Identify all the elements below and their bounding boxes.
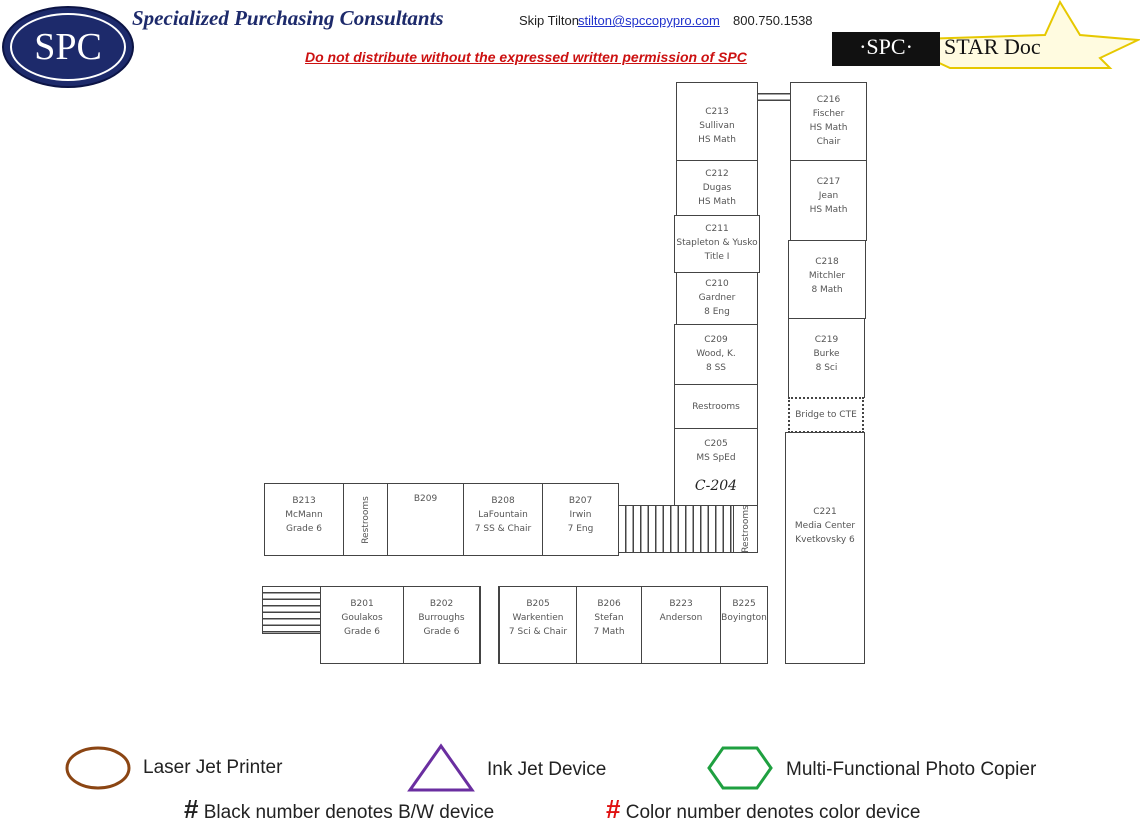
laser-printer-ellipse-icon [65,746,131,790]
restrooms-b: Restrooms [343,483,388,556]
stairs-c [618,505,734,553]
black-hash-icon: # [184,794,199,824]
company-name: Specialized Purchasing Consultants [132,6,444,30]
star-doc-logo: ·SPC· STAR Doc [830,0,1140,70]
inkjet-triangle-icon [407,743,475,792]
contact-phone: 800.750.1538 [733,13,813,28]
mfp-hexagon-icon [707,746,773,790]
contact-email-link[interactable]: stilton@spccopypro.com [578,13,720,28]
red-hash-icon: # [606,794,621,824]
distribution-warning: Do not distribute without the expressed … [305,49,747,65]
legend-mfp-label: Multi-Functional Photo Copier [786,759,1037,780]
stairs-c-top [758,88,790,106]
contact-name: Skip Tilton [519,13,579,28]
restrooms-c2: Restrooms [733,505,758,553]
room-b209: B209 [387,483,464,556]
spc-logo: SPC [2,6,134,88]
restrooms-c: Restrooms [674,384,758,429]
stairs-b [262,586,321,634]
hallway-b [479,586,500,664]
bw-note: # Black number denotes B/W device [184,794,495,824]
bridge-to-cte: Bridge to CTE [788,397,864,433]
legend-laser-label: Laser Jet Printer [143,757,283,778]
legend-inkjet-label: Ink Jet Device [487,759,607,780]
color-note: # Color number denotes color device [606,794,921,824]
